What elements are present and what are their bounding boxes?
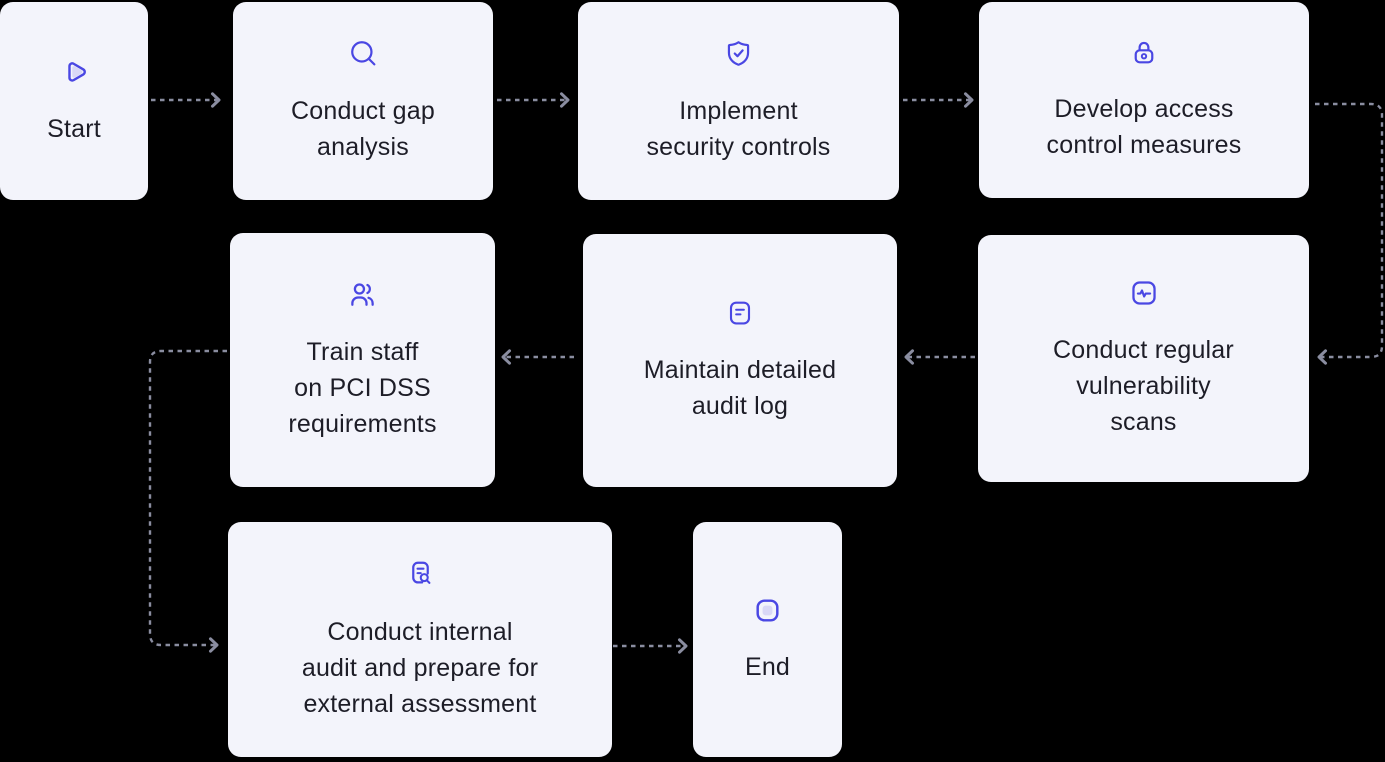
node-label: Conduct regular vulnerability scans <box>1053 336 1234 436</box>
document-search-icon <box>405 557 436 591</box>
node-conduct-gap-analysis[interactable]: Conduct gap analysis <box>233 2 493 200</box>
node-label: End <box>744 652 791 681</box>
node-maintain-detailed-audit-log[interactable]: Maintain detailed audit log <box>583 234 897 487</box>
node-label: Maintain detailed audit log <box>643 356 837 420</box>
node-end[interactable]: End <box>693 522 842 757</box>
node-conduct-regular-vulnerability-scans[interactable]: Conduct regular vulnerability scans <box>978 235 1309 482</box>
audit-log-icon <box>725 297 755 329</box>
edge-train-staff-to-internal-audit <box>148 349 227 653</box>
node-label: Conduct internal audit and prepare for e… <box>301 618 539 718</box>
node-label: Develop access control measures <box>1046 95 1242 159</box>
pulse-monitor-icon <box>1128 277 1160 309</box>
node-train-staff-pci-dss[interactable]: Train staff on PCI DSS requirements <box>230 233 495 487</box>
shield-check-icon <box>723 37 754 70</box>
node-start[interactable]: Start <box>0 2 148 200</box>
stop-icon <box>752 595 783 626</box>
users-icon <box>345 279 380 311</box>
play-icon <box>57 56 91 88</box>
lock-icon <box>1128 37 1160 68</box>
node-develop-access-control-measures[interactable]: Develop access control measures <box>979 2 1309 198</box>
node-label: Start <box>47 114 101 143</box>
edge-access-control-to-vulnerability-scans <box>1315 102 1384 365</box>
node-conduct-internal-audit[interactable]: Conduct internal audit and prepare for e… <box>228 522 612 757</box>
node-label: Implement security controls <box>646 97 831 161</box>
search-icon <box>347 37 380 70</box>
node-label: Train staff on PCI DSS requirements <box>288 337 437 438</box>
node-label: Conduct gap analysis <box>291 97 435 161</box>
node-implement-security-controls[interactable]: Implement security controls <box>578 2 899 200</box>
